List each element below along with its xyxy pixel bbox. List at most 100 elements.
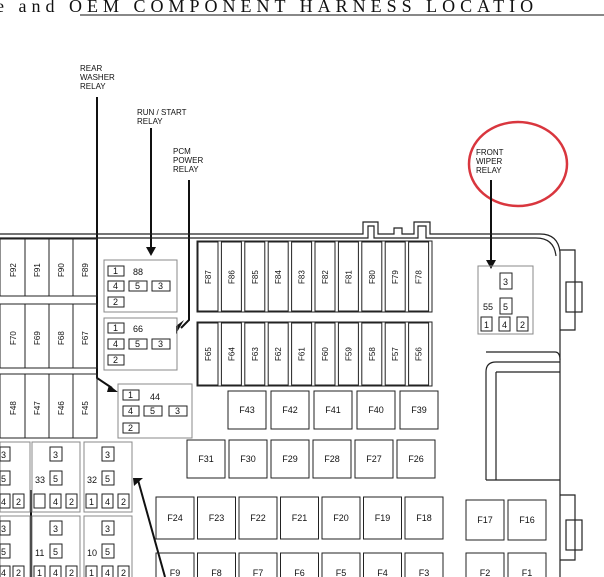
fuse-f46: F46 — [57, 401, 66, 415]
fuse-f90: F90 — [57, 263, 66, 277]
svg-text:F8: F8 — [211, 568, 222, 577]
fuse-f2: F2 — [465, 552, 505, 577]
fuse-f47: F47 — [33, 401, 42, 415]
svg-text:RELAY: RELAY — [80, 82, 106, 91]
svg-text:F87: F87 — [204, 270, 213, 284]
svg-text:F39: F39 — [411, 405, 427, 415]
svg-text:2: 2 — [69, 497, 74, 507]
fuse-f28: F28 — [312, 439, 352, 479]
left-fuse-block-mid: F70 F69 F68 F67 — [0, 303, 98, 369]
svg-text:F31: F31 — [198, 454, 214, 464]
svg-text:1: 1 — [89, 568, 94, 577]
svg-text:F62: F62 — [274, 347, 283, 361]
svg-text:44: 44 — [150, 392, 160, 402]
fuse-f31: F31 — [186, 439, 226, 479]
fuse-f42: F42 — [270, 390, 310, 430]
relay-55-front-wiper: 3 55 5 1 4 2 — [477, 265, 534, 335]
svg-text:1: 1 — [113, 323, 118, 333]
fuse-f21: F21 — [280, 496, 319, 540]
fuse-f79: F79 — [384, 241, 406, 312]
svg-text:RELAY: RELAY — [476, 166, 502, 175]
fuse-f40: F40 — [356, 390, 396, 430]
fuse-f67: F67 — [81, 331, 90, 345]
svg-text:5: 5 — [503, 302, 508, 312]
svg-text:F85: F85 — [251, 270, 260, 284]
svg-text:5: 5 — [135, 281, 140, 291]
svg-text:RELAY: RELAY — [173, 165, 199, 174]
fuse-f64: F64 — [220, 322, 242, 386]
svg-text:F16: F16 — [519, 515, 535, 525]
fuse-f29: F29 — [270, 439, 310, 479]
fuse-f41: F41 — [313, 390, 353, 430]
svg-text:2: 2 — [16, 497, 21, 507]
svg-text:2: 2 — [16, 568, 21, 577]
highlight-circle — [467, 120, 569, 208]
svg-text:F79: F79 — [391, 270, 400, 284]
fuse-f48: F48 — [9, 401, 18, 415]
svg-text:F82: F82 — [321, 270, 330, 284]
svg-text:5: 5 — [53, 474, 58, 484]
svg-text:1: 1 — [37, 568, 42, 577]
svg-text:WASHER: WASHER — [80, 73, 115, 82]
svg-text:4: 4 — [128, 406, 133, 416]
svg-text:F56: F56 — [415, 347, 424, 361]
header-text: e and OEM COMPONENT HARNESS LOCATIO — [0, 0, 538, 16]
fuse-f65: F65 — [197, 322, 219, 386]
fuse-f20: F20 — [321, 496, 361, 540]
fuse-f78: F78 — [408, 241, 430, 312]
svg-text:F63: F63 — [251, 347, 260, 361]
svg-text:F23: F23 — [209, 513, 225, 523]
fuse-f81: F81 — [337, 241, 359, 312]
fuse-f8: F8 — [197, 552, 236, 577]
svg-text:4: 4 — [105, 497, 110, 507]
callout-pcm-power-relay: PCM POWER RELAY — [173, 147, 203, 174]
svg-text:F61: F61 — [298, 347, 307, 361]
left-fuse-block-low: F48 F47 F46 F45 — [0, 373, 98, 439]
svg-text:2: 2 — [128, 423, 133, 433]
svg-text:F80: F80 — [368, 270, 377, 284]
svg-text:F4: F4 — [377, 568, 388, 577]
fuse-f84: F84 — [267, 241, 289, 312]
svg-text:3: 3 — [158, 281, 163, 291]
fuse-f63: F63 — [244, 322, 266, 386]
svg-text:4: 4 — [502, 320, 507, 330]
fuse-f86: F86 — [220, 241, 242, 312]
svg-text:88: 88 — [133, 267, 143, 277]
fuse-f27: F27 — [354, 439, 394, 479]
svg-text:FRONT: FRONT — [476, 148, 504, 157]
svg-text:F19: F19 — [375, 513, 391, 523]
svg-text:5: 5 — [53, 547, 58, 557]
svg-text:F58: F58 — [368, 347, 377, 361]
svg-text:F41: F41 — [325, 405, 341, 415]
fuse-f91: F91 — [33, 263, 42, 277]
svg-text:F20: F20 — [333, 513, 349, 523]
fuse-f45: F45 — [81, 401, 90, 415]
svg-text:F7: F7 — [253, 568, 264, 577]
arrow-heads — [107, 247, 496, 486]
svg-text:3: 3 — [53, 450, 58, 460]
fuse-f19: F19 — [363, 496, 402, 540]
svg-text:F2: F2 — [480, 568, 491, 577]
fuse-f17: F17 — [465, 499, 505, 541]
svg-text:F6: F6 — [294, 568, 305, 577]
fuse-f87: F87 — [197, 241, 219, 312]
svg-text:F57: F57 — [391, 347, 400, 361]
svg-text:5: 5 — [1, 474, 6, 484]
svg-text:F65: F65 — [204, 347, 213, 361]
svg-text:PCM: PCM — [173, 147, 191, 156]
relay-66: 1 66 4 5 3 2 — [103, 317, 178, 371]
svg-text:F30: F30 — [240, 454, 256, 464]
svg-text:F83: F83 — [298, 270, 307, 284]
svg-text:F64: F64 — [227, 347, 236, 361]
fuse-f80: F80 — [361, 241, 383, 312]
svg-text:3: 3 — [158, 339, 163, 349]
svg-text:2: 2 — [520, 320, 525, 330]
fuse-f89: F89 — [81, 263, 90, 277]
fuse-f7: F7 — [238, 552, 278, 577]
leader-arrows — [30, 97, 492, 577]
svg-text:1: 1 — [113, 266, 118, 276]
fuse-f6: F6 — [280, 552, 319, 577]
fuse-row-mid — [196, 321, 433, 387]
svg-text:4: 4 — [105, 568, 110, 577]
